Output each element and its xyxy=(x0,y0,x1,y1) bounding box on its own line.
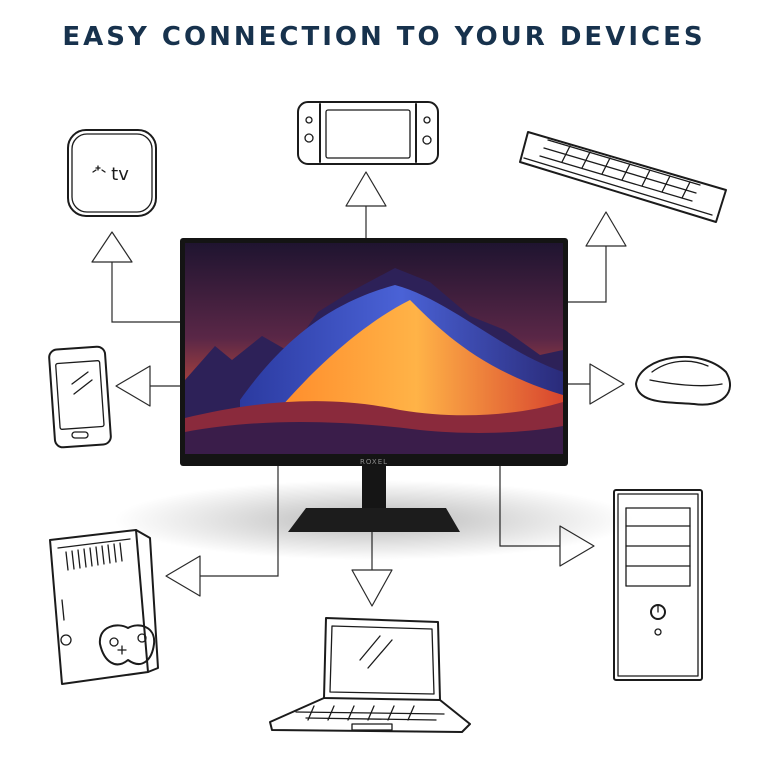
mouse-icon xyxy=(635,355,732,406)
smartphone-icon xyxy=(48,345,112,449)
game-console-icon xyxy=(49,529,159,685)
apple-tv-icon: tv xyxy=(67,129,157,217)
monitor-brand: ROXEL xyxy=(360,458,388,466)
apple-tv-label: tv xyxy=(111,164,129,185)
monitor: ROXEL xyxy=(114,238,634,560)
screen-wallpaper xyxy=(185,268,563,454)
handheld-console-icon xyxy=(297,101,439,165)
desktop-tower-icon xyxy=(613,489,703,681)
laptop-icon xyxy=(269,617,471,733)
headline: EASY CONNECTION TO YOUR DEVICES xyxy=(62,22,706,52)
keyboard-icon xyxy=(519,131,727,223)
connector-arrows xyxy=(91,171,627,607)
